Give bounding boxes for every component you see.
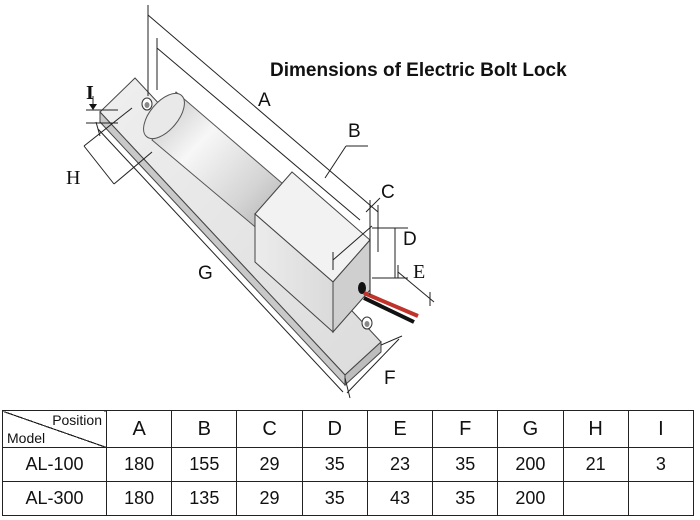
table-cell: 23 [366,447,434,482]
table-cell [627,481,695,516]
table-cell: 35 [301,481,368,516]
label-e: E [413,261,425,283]
table-cell: 43 [366,481,434,516]
table-header-row: Position Model A B C D E F G H I [2,410,695,448]
table-cell: 35 [432,447,499,482]
table-cell [562,481,629,516]
column-header: B [171,410,238,448]
mounting-hole-icon [361,316,373,330]
label-h: H [66,167,80,189]
table-cell: 200 [497,481,564,516]
dimension-table: Position Model A B C D E F G H I AL-100 … [2,410,695,516]
corner-position-label: Position [52,412,102,428]
wire-leads [358,282,419,324]
table-cell: 29 [236,481,303,516]
mounting-hole-icon [141,97,153,111]
column-header: H [562,410,629,448]
column-header: G [497,410,564,448]
table-cell: 35 [432,481,499,516]
column-header: D [301,410,368,448]
column-header: E [366,410,434,448]
dimension-lines [83,5,435,399]
label-d: D [403,229,417,250]
table-corner-cell: Position Model [2,410,107,448]
table-cell: 180 [105,447,173,482]
table-cell: 21 [562,447,629,482]
column-header: F [432,410,499,448]
column-header: C [236,410,303,448]
table-cell: 3 [627,447,695,482]
label-g: G [198,263,213,284]
table-cell: 29 [236,447,303,482]
table-cell: 135 [171,481,238,516]
label-c: C [381,182,395,203]
table-cell: 200 [497,447,564,482]
corner-model-label: Model [7,430,46,446]
table-row: AL-100 180 155 29 35 23 35 200 21 3 [2,447,695,482]
label-a: A [258,90,271,111]
table-cell: 155 [171,447,238,482]
bolt-lock-drawing: A B C D E F G H I [66,5,435,399]
label-b: B [348,121,361,142]
table-cell: 35 [301,447,368,482]
label-i: I [86,82,94,104]
table-row: AL-300 180 135 29 35 43 35 200 [2,481,695,516]
diagram-title: Dimensions of Electric Bolt Lock [270,60,567,81]
label-f: F [384,368,396,389]
bolt-cylinder [143,91,291,237]
bolt-housing [254,171,371,334]
model-cell: AL-100 [2,447,107,482]
model-cell: AL-300 [2,481,107,516]
column-header: A [105,410,173,448]
column-header: I [627,410,695,448]
table-cell: 180 [105,481,173,516]
